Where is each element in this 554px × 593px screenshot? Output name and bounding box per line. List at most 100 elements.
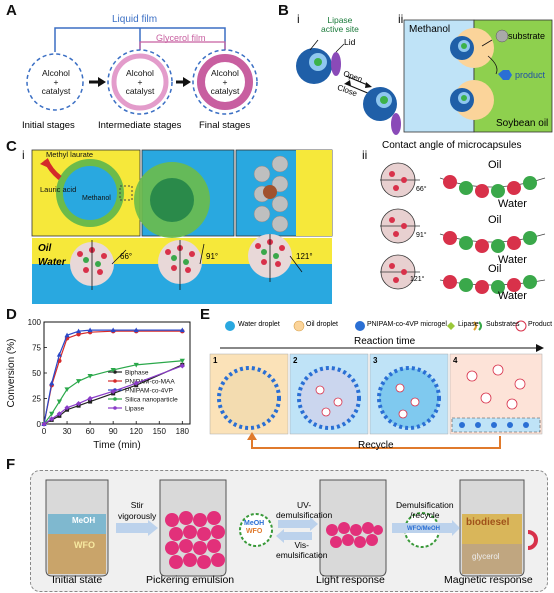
y-tick-label: 100	[28, 318, 42, 327]
legend-marker	[113, 379, 117, 383]
x-tick-label: 0	[42, 427, 47, 436]
ii-water-1: Water	[498, 198, 527, 210]
ii-oil-2: Oil	[488, 214, 502, 226]
bubble-meoh-wfo	[239, 513, 273, 547]
stage-4-number: 4	[453, 356, 458, 365]
substrates-icon	[473, 321, 477, 331]
contact-angle-title: Contact angle of microcapsules	[382, 140, 522, 151]
lid-icon	[331, 52, 341, 76]
panel-c-label: C	[6, 138, 17, 155]
panel-f-diagram	[45, 479, 538, 577]
demulsification-recycle-label: Demulsification/recycle	[396, 500, 454, 520]
legend-marker	[113, 406, 117, 410]
data-point	[75, 328, 82, 334]
interface-chain-1	[439, 175, 546, 198]
panel-d-label: D	[6, 306, 17, 323]
intermediate-droplet-text: Alcohol+catalyst	[125, 68, 155, 96]
panel-b-diagram	[296, 19, 553, 135]
glycerol-film-label: Glycerol film	[156, 33, 206, 43]
data-point	[179, 358, 185, 364]
stage-initial-label: Initial stages	[22, 120, 75, 131]
beaker-light	[319, 479, 387, 577]
panel-c-sub-ii: ii	[362, 148, 368, 162]
y-tick-label: 25	[32, 395, 41, 404]
y-tick-label: 75	[32, 344, 41, 353]
legend-marker	[113, 397, 117, 401]
ii-angle-121: 121°	[410, 276, 425, 283]
angle-66-label: 66°	[120, 252, 133, 261]
recycle-arrow	[251, 436, 501, 449]
substrate-label: substrate	[508, 31, 546, 41]
interface-chain-3	[439, 275, 546, 294]
data-point	[87, 327, 93, 333]
data-point	[56, 399, 62, 405]
initial-state-label: Initial state	[52, 574, 103, 586]
lipase-icon	[447, 322, 455, 330]
data-point	[110, 367, 116, 373]
glycerol-label: glycerol	[472, 552, 500, 561]
legend-lipase-label: Lipase	[458, 321, 479, 328]
legend-label: Lipase	[125, 406, 145, 413]
soybean-oil-label: Soybean oil	[496, 118, 549, 129]
lauric-acid-label: Lauric acid	[40, 185, 77, 194]
x-axis-label: Time (min)	[93, 440, 140, 451]
capsule-core	[63, 166, 117, 220]
ii-angle-66: 66°	[416, 186, 427, 193]
methyl-laurate-label: Methyl laurate	[46, 150, 94, 159]
data-point	[64, 387, 70, 392]
glycerol-film-bracket	[139, 41, 226, 56]
oil-droplet-icon	[293, 320, 305, 332]
legend-label: Silica nanoparticle	[125, 397, 178, 404]
x-tick-label: 90	[109, 427, 118, 436]
x-tick-label: 30	[63, 427, 72, 436]
product-label: product	[515, 70, 546, 80]
contact-angle-capsules	[380, 162, 420, 290]
panel-c-sub-i: i	[22, 148, 25, 162]
stage-intermediate-label: Intermediate stages	[98, 120, 182, 131]
uv-demulsification-label: UV-demulsification	[276, 500, 333, 520]
initial-droplet-text: Alcohol+catalyst	[41, 68, 71, 96]
water-label: Water	[38, 257, 66, 268]
bubble-2-text: WFO/MeOH	[407, 526, 440, 532]
x-tick-label: 60	[86, 427, 95, 436]
vis-emulsification-label: Vis-emulsification	[276, 540, 328, 560]
panel-c-diagram	[31, 149, 546, 304]
liquid-film-label: Liquid film	[112, 14, 158, 25]
lid-label: Lid	[344, 37, 356, 47]
beaker-initial	[45, 479, 109, 577]
panel-e-label: E	[200, 306, 211, 323]
methanol-label: Methanol	[409, 24, 451, 35]
legend-label: PNIPAM-co-4VP	[125, 388, 173, 395]
oil-label: Oil	[38, 243, 52, 254]
meoh-label: MeOH	[72, 516, 96, 525]
recycle-label: Recycle	[358, 440, 394, 451]
data-point	[87, 374, 93, 379]
wfo-label: WFO	[74, 540, 95, 550]
data-point	[56, 352, 62, 357]
ii-oil-3: Oil	[488, 263, 502, 275]
ii-oil-1: Oil	[488, 159, 502, 171]
methanol-c-label: Methanol	[82, 195, 111, 202]
panel-b-sub-i: i	[297, 12, 300, 26]
angle-121-label: 121°	[296, 252, 313, 261]
panel-f-label: F	[6, 456, 16, 473]
y-axis-label: Conversion (%)	[6, 339, 17, 408]
legend-water-label: Water droplet	[238, 321, 280, 328]
legend-microgel-label: PNIPAM-co-4VP microgel	[367, 321, 447, 328]
reaction-time-label: Reaction time	[354, 336, 416, 347]
legend-label: PNIPAM-co-MAA	[125, 379, 175, 386]
data-point	[179, 327, 185, 333]
light-response-label: Light response	[316, 574, 385, 586]
stage-final-label: Final stages	[199, 120, 251, 131]
data-point	[133, 327, 139, 333]
data-point	[41, 421, 47, 427]
substrate-icon	[495, 29, 509, 43]
legend-product-label: Product	[528, 321, 553, 328]
panel-e-diagram	[209, 320, 544, 449]
interface-chain-2	[439, 231, 546, 253]
data-point	[75, 379, 82, 384]
data-point	[64, 332, 70, 338]
